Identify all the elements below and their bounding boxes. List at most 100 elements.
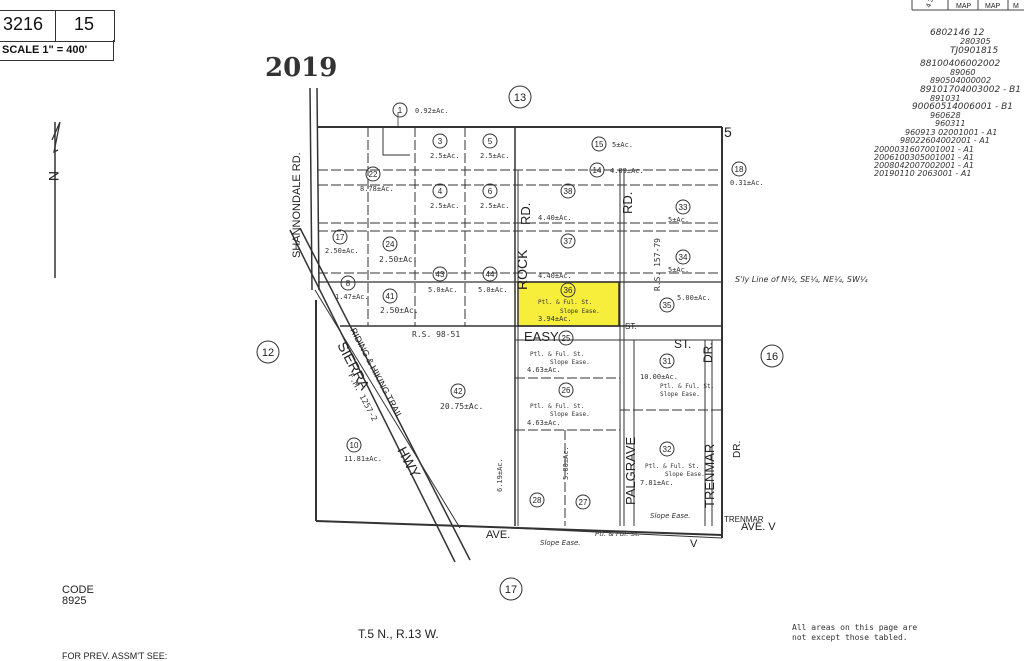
road-ave-v: AVE. V bbox=[741, 521, 776, 533]
parcel-26: 26 4.63±Ac. Ptl. & Ful. St. Slope Ease. bbox=[527, 382, 590, 427]
slope-note-bottom: Slope Ease. bbox=[540, 539, 581, 547]
section-16: 16 bbox=[766, 351, 778, 363]
parcel-38: 38 4.40±Ac. bbox=[538, 183, 576, 222]
road-st-small: ST. bbox=[625, 322, 637, 331]
svg-text:20.75±Ac.: 20.75±Ac. bbox=[440, 402, 483, 411]
svg-text:10: 10 bbox=[350, 441, 359, 450]
road-st: ST. bbox=[674, 337, 691, 351]
parcel-24: 24 2.50±Ac. bbox=[379, 236, 418, 264]
parcel-17: 17 2.50±Ac. bbox=[325, 229, 359, 255]
survey-rs-98-51: R.S. 98-51 bbox=[412, 330, 460, 339]
svg-text:2.5±Ac.: 2.5±Ac. bbox=[430, 152, 460, 160]
footer-note-1: All areas on this page are bbox=[792, 623, 917, 632]
north-arrow-icon bbox=[51, 121, 61, 278]
svg-text:88100406002002: 88100406002002 bbox=[920, 59, 1000, 69]
section-12: 12 bbox=[262, 347, 274, 359]
slope-note-palgrave: Slope Ease. bbox=[650, 512, 691, 520]
parcel-25: 25 4.63±Ac. Ptl. & Ful. St. Slope Ease. bbox=[527, 330, 590, 374]
top-small-text: 4 3 3 bbox=[925, 0, 937, 9]
parcel-22: 22 8.78±Ac. bbox=[360, 166, 394, 193]
parcel-42: 42 20.75±Ac. bbox=[440, 383, 483, 411]
road-rock: ROCK bbox=[514, 249, 530, 290]
parcel-44: 44 5.0±Ac. bbox=[478, 266, 508, 294]
svg-text:2.5±Ac.: 2.5±Ac. bbox=[430, 202, 460, 210]
top-reference-table bbox=[911, 0, 1024, 11]
svg-text:4.40±Ac.: 4.40±Ac. bbox=[538, 214, 572, 222]
svg-text:891031: 891031 bbox=[930, 94, 961, 103]
svg-text:89060: 89060 bbox=[950, 68, 975, 77]
page-number: 15 bbox=[74, 14, 95, 34]
parcel-32: 32 7.81±Ac. Ptl. & Ful. St. Slope Ease. bbox=[640, 441, 705, 487]
section-17: 17 bbox=[505, 584, 517, 596]
road-trenmar: TRENMAR bbox=[702, 444, 717, 508]
svg-text:24: 24 bbox=[386, 240, 395, 249]
svg-text:Slope Ease.: Slope Ease. bbox=[550, 411, 590, 418]
svg-text:5.00±Ac.: 5.00±Ac. bbox=[677, 294, 711, 302]
svg-text:15: 15 bbox=[595, 140, 604, 149]
parcel-31: 31 10.00±Ac. Ptl. & Ful. St. Slope Ease. bbox=[640, 353, 714, 398]
parcel-41: 41 2.50±Ac. bbox=[380, 288, 419, 315]
svg-text:Ptl. & Ful. St.: Ptl. & Ful. St. bbox=[530, 351, 584, 358]
svg-text:2000031607001001 - A1: 2000031607001001 - A1 bbox=[874, 145, 974, 154]
parcel-labels: 1 0.92±Ac. 3 2.5±Ac. 5 2.5±Ac. 15 5±Ac. … bbox=[325, 102, 764, 510]
svg-text:31: 31 bbox=[663, 357, 672, 366]
road-dr-lower: DR. bbox=[732, 441, 743, 458]
svg-text:33: 33 bbox=[679, 203, 688, 212]
svg-text:22: 22 bbox=[369, 170, 378, 179]
svg-text:4.63±Ac.: 4.63±Ac. bbox=[527, 419, 561, 427]
svg-text:11.81±Ac.: 11.81±Ac. bbox=[344, 455, 382, 463]
svg-text:4: 4 bbox=[438, 187, 443, 196]
svg-text:4.40±Ac.: 4.40±Ac. bbox=[538, 272, 572, 280]
svg-text:Slope Ease.: Slope Ease. bbox=[660, 391, 700, 398]
parcel-15: 15 5±Ac. bbox=[591, 136, 633, 152]
footer-note-2: not except those tabled. bbox=[792, 633, 908, 642]
book-number: 3216 bbox=[3, 14, 44, 34]
svg-text:Ptl. & Ful. St.: Ptl. & Ful. St. bbox=[645, 463, 699, 470]
parcel-37: 37 4.40±Ac. bbox=[538, 233, 576, 280]
svg-text:1: 1 bbox=[398, 106, 403, 115]
svg-text:960913 02001001 - A1: 960913 02001001 - A1 bbox=[905, 128, 997, 137]
road-easy: EASY bbox=[524, 329, 559, 344]
parcel-35: 35 5.00±Ac. bbox=[659, 294, 711, 313]
svg-text:32: 32 bbox=[663, 445, 672, 454]
svg-text:28: 28 bbox=[533, 496, 542, 505]
svg-text:41: 41 bbox=[386, 292, 395, 301]
svg-text:5±Ac.: 5±Ac. bbox=[612, 141, 633, 149]
svg-text:Slope Ease.: Slope Ease. bbox=[665, 471, 705, 478]
svg-text:0.31±Ac.: 0.31±Ac. bbox=[730, 179, 764, 187]
parcel-18: 18 0.31±Ac. bbox=[730, 161, 764, 187]
svg-text:17: 17 bbox=[336, 233, 345, 242]
svg-text:6802146 12: 6802146 12 bbox=[930, 28, 985, 38]
svg-text:8.78±Ac.: 8.78±Ac. bbox=[360, 185, 394, 193]
svg-text:34: 34 bbox=[679, 253, 688, 262]
svg-text:2.50±Ac.: 2.50±Ac. bbox=[380, 306, 419, 315]
road-v: V bbox=[690, 538, 698, 550]
parcel-14: 14 4.09±Ac. bbox=[589, 162, 644, 178]
svg-text:Ptl. & Ful. St.: Ptl. & Ful. St. bbox=[538, 299, 592, 306]
svg-text:44: 44 bbox=[486, 270, 495, 279]
svg-text:42: 42 bbox=[454, 387, 463, 396]
parcel-5: 5 2.5±Ac. bbox=[480, 133, 510, 160]
svg-text:98022604002001 - A1: 98022604002001 - A1 bbox=[900, 136, 990, 145]
svg-text:5.0±Ac.: 5.0±Ac. bbox=[478, 286, 508, 294]
parcel-34: 34 5±Ac. bbox=[668, 249, 691, 274]
svg-text:6: 6 bbox=[488, 187, 493, 196]
svg-text:2.5±Ac.: 2.5±Ac. bbox=[480, 202, 510, 210]
scale-box bbox=[0, 40, 114, 61]
parcel-10: 10 11.81±Ac. bbox=[344, 437, 382, 463]
road-dr: DR. bbox=[701, 342, 715, 363]
parcel-3: 3 2.5±Ac. bbox=[430, 133, 460, 160]
svg-text:Slope Ease.: Slope Ease. bbox=[560, 308, 600, 315]
svg-text:43: 43 bbox=[436, 270, 445, 279]
svg-text:2.50±Ac.: 2.50±Ac. bbox=[325, 247, 359, 255]
parcel-4: 4 2.5±Ac. bbox=[430, 183, 460, 210]
parcel-boundaries bbox=[289, 87, 723, 563]
section-circles: 13 12 16 17 5 bbox=[256, 85, 784, 601]
parcel-43: 43 5.0±Ac. bbox=[428, 266, 458, 294]
code-value: 8925 bbox=[62, 595, 86, 607]
road-rock-rd: RD. bbox=[518, 203, 533, 225]
svg-text:35: 35 bbox=[663, 301, 672, 310]
svg-text:14: 14 bbox=[593, 166, 602, 175]
year-stamp: 2019 bbox=[265, 53, 337, 83]
